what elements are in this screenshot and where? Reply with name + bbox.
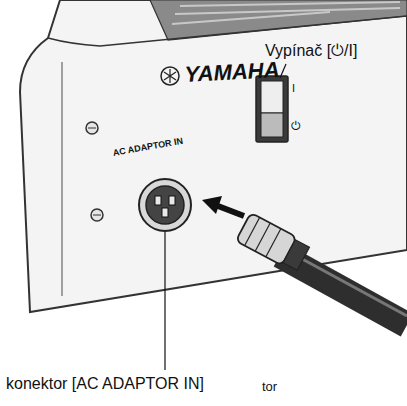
- housing: [20, 0, 407, 312]
- brand-logo: YAMAHA: [184, 57, 280, 87]
- panel-edge: [61, 62, 62, 296]
- cut-off-text: tor: [262, 380, 277, 395]
- screws: [86, 122, 103, 221]
- screw-slots: [88, 128, 101, 215]
- connector-socket: [146, 186, 184, 224]
- top-edge: [48, 16, 407, 46]
- insert-arrow: [202, 196, 244, 216]
- plug: [236, 213, 311, 273]
- dc-connector: [139, 179, 191, 231]
- leader-line: [164, 232, 165, 370]
- power-switch: [256, 76, 288, 142]
- logo-emblem: [161, 67, 179, 85]
- part-label: konektor [AC ADAPTOR IN]: [6, 375, 204, 393]
- connector-pins: [155, 196, 175, 217]
- logo-emblem-mark: [164, 69, 176, 83]
- switch-rocker-low: [261, 113, 283, 137]
- switch-rocker: [261, 81, 283, 113]
- switch-marking: ⏻: [291, 120, 300, 134]
- switch-marking: I: [292, 82, 295, 95]
- leader-line: [280, 64, 286, 78]
